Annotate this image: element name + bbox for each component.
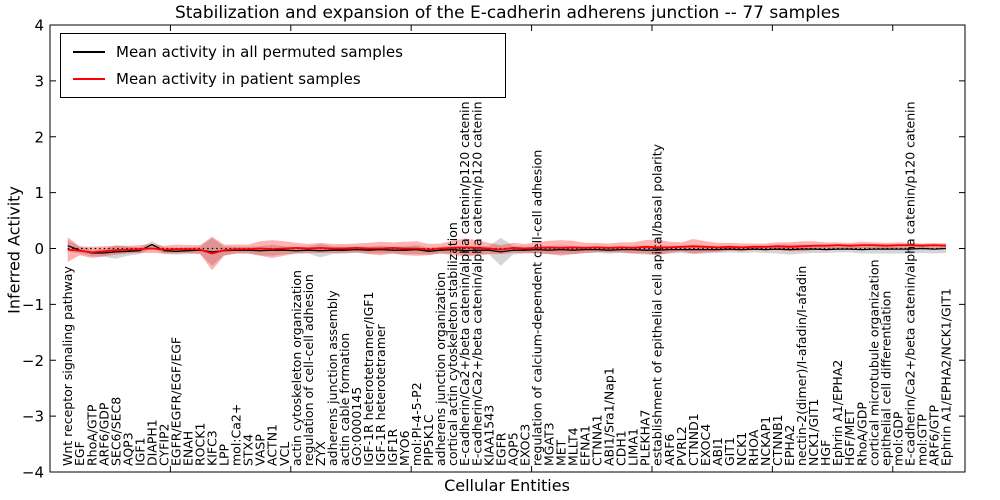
patient-confidence-band bbox=[67, 236, 946, 271]
legend: Mean activity in all permuted samples Me… bbox=[60, 33, 506, 98]
column-label: mol:GTP bbox=[914, 414, 929, 466]
x-axis-label: Cellular Entities bbox=[444, 476, 570, 495]
column-label: HGF/MET bbox=[842, 409, 857, 466]
patient-mean-line bbox=[67, 244, 947, 255]
column-label: EPHA2 bbox=[782, 425, 797, 466]
column-label: actin cytoskeleton organization bbox=[289, 270, 304, 466]
legend-label-permuted: Mean activity in all permuted samples bbox=[116, 43, 403, 61]
column-label: E-cadherin/Ca2+/beta catenin/alpha caten… bbox=[902, 101, 917, 466]
patient-line-swatch-icon bbox=[73, 78, 105, 80]
y-tick-label: 0 bbox=[34, 240, 44, 258]
column-label: Ephrin A1/EPHA2/NCK1/GIT1 bbox=[939, 288, 954, 466]
column-label: SEC6/SEC8 bbox=[108, 397, 123, 466]
column-label: regulation of cell-cell adhesion bbox=[301, 274, 316, 466]
y-tick-label: −3 bbox=[22, 408, 44, 426]
column-label: CTNND1 bbox=[686, 413, 701, 466]
column-label: cortical microtubule organization bbox=[866, 259, 881, 466]
column-label: EFNA1 bbox=[578, 425, 593, 466]
column-label: EGFR bbox=[493, 432, 508, 466]
column-label: KIFC3 bbox=[205, 430, 220, 466]
y-tick-label: 2 bbox=[34, 128, 44, 146]
column-label: Ephrin A1/EPHA2 bbox=[830, 360, 845, 466]
chart-title: Stabilization and expansion of the E-cad… bbox=[174, 3, 841, 23]
column-label: PLEKHA7 bbox=[638, 409, 653, 466]
column-label: Wnt receptor signaling pathway bbox=[60, 266, 75, 466]
legend-entry-patient: Mean activity in patient samples bbox=[73, 70, 505, 88]
column-label: RHOA bbox=[746, 429, 761, 466]
column-label: actin cable formation bbox=[337, 333, 352, 466]
y-tick-label: 4 bbox=[34, 17, 44, 35]
column-label: VASP bbox=[253, 434, 268, 466]
column-label: NCKAP1 bbox=[758, 416, 773, 466]
column-label: PIP5K1C bbox=[421, 414, 436, 466]
column-label: STX4 bbox=[241, 434, 256, 466]
column-label: CYFIP2 bbox=[157, 423, 172, 466]
column-label: ARF6/GTP bbox=[927, 405, 942, 466]
column-label: MGAT3 bbox=[542, 422, 557, 466]
permuted-confidence-band bbox=[67, 237, 946, 266]
y-tick-label: 3 bbox=[34, 72, 44, 90]
column-label: MYO6 bbox=[397, 430, 412, 466]
column-label: IGF1 bbox=[132, 437, 147, 466]
column-label: ABI1/Sra1/Nap1 bbox=[602, 367, 617, 466]
column-label: adherens junction assembly bbox=[325, 290, 340, 466]
column-label: ARF6/GDP bbox=[96, 402, 111, 466]
column-label: ACTN1 bbox=[265, 424, 280, 466]
column-label: EXOC4 bbox=[698, 424, 713, 466]
column-label: CTNNB1 bbox=[770, 414, 785, 466]
legend-entry-permuted: Mean activity in all permuted samples bbox=[73, 43, 505, 61]
column-label: GIT1 bbox=[722, 437, 737, 466]
column-label: PVRL2 bbox=[674, 426, 689, 466]
column-label: RhoA/GDP bbox=[854, 402, 869, 466]
column-label: mol:PI-4-5-P2 bbox=[409, 382, 424, 466]
column-label: LIMA1 bbox=[626, 428, 641, 466]
column-label: establishment of epithelial cell apical/… bbox=[650, 143, 665, 466]
column-label: cortical actin cytoskeleton stabilizatio… bbox=[445, 222, 460, 466]
column-label: NCK1 bbox=[734, 432, 749, 466]
column-label: CDH1 bbox=[614, 430, 629, 466]
y-tick-label: −2 bbox=[22, 352, 44, 370]
column-label: AQP5 bbox=[505, 432, 520, 466]
column-label: EXOC3 bbox=[517, 424, 532, 466]
column-label: VCL bbox=[277, 442, 292, 466]
column-label: E-cadherin/Ca2+/beta catenin/alpha caten… bbox=[469, 101, 484, 466]
column-label: ZYX bbox=[313, 441, 328, 466]
column-label: regulation of calcium-dependent cell-cel… bbox=[529, 150, 544, 466]
y-tick-label: −1 bbox=[22, 296, 44, 314]
y-tick-label: 1 bbox=[34, 184, 44, 202]
column-label: ARF6 bbox=[662, 434, 677, 466]
column-label: epithelial cell differentiation bbox=[878, 291, 893, 466]
column-label: IGF-1R heterotetramer bbox=[373, 323, 388, 466]
column-label: adherens junction organization bbox=[433, 272, 448, 466]
column-label: ROCK1 bbox=[193, 423, 208, 466]
column-label: KIAA1543 bbox=[481, 405, 496, 466]
column-label: mol:Ca2+ bbox=[229, 404, 244, 466]
column-label: HGF bbox=[818, 440, 833, 466]
column-label: MLLT4 bbox=[566, 427, 581, 466]
column-label: E-cadherin/Ca2+/beta catenin/alpha caten… bbox=[457, 101, 472, 466]
permuted-line-swatch-icon bbox=[73, 51, 105, 53]
column-label: ABI1 bbox=[710, 437, 725, 466]
legend-label-patient: Mean activity in patient samples bbox=[116, 70, 361, 88]
column-label: MET bbox=[554, 439, 569, 466]
column-label: DIAPH1 bbox=[144, 419, 159, 466]
column-label: IGF1R bbox=[385, 428, 400, 466]
column-label: CTNNA1 bbox=[590, 414, 605, 466]
permuted-mean-line bbox=[67, 243, 947, 254]
column-label: IGF-1R heterotetramer/IGF1 bbox=[361, 292, 376, 466]
column-label: AQP3 bbox=[120, 432, 135, 466]
y-tick-label: −4 bbox=[22, 464, 44, 482]
column-label: ENAH bbox=[181, 431, 196, 466]
column-label: NCK1/GIT1 bbox=[806, 399, 821, 466]
column-label: GO:0000145 bbox=[349, 387, 364, 466]
column-label: nectin-2(dimer)/I-afadin/I-afadin bbox=[794, 266, 809, 466]
column-label: mol:GDP bbox=[890, 411, 905, 466]
column-label: EGF bbox=[72, 441, 87, 466]
column-label: LPP bbox=[217, 443, 232, 466]
column-label: RhoA/GTP bbox=[84, 404, 99, 466]
column-label: EGFR/EGFR/EGF/EGF bbox=[169, 337, 184, 466]
